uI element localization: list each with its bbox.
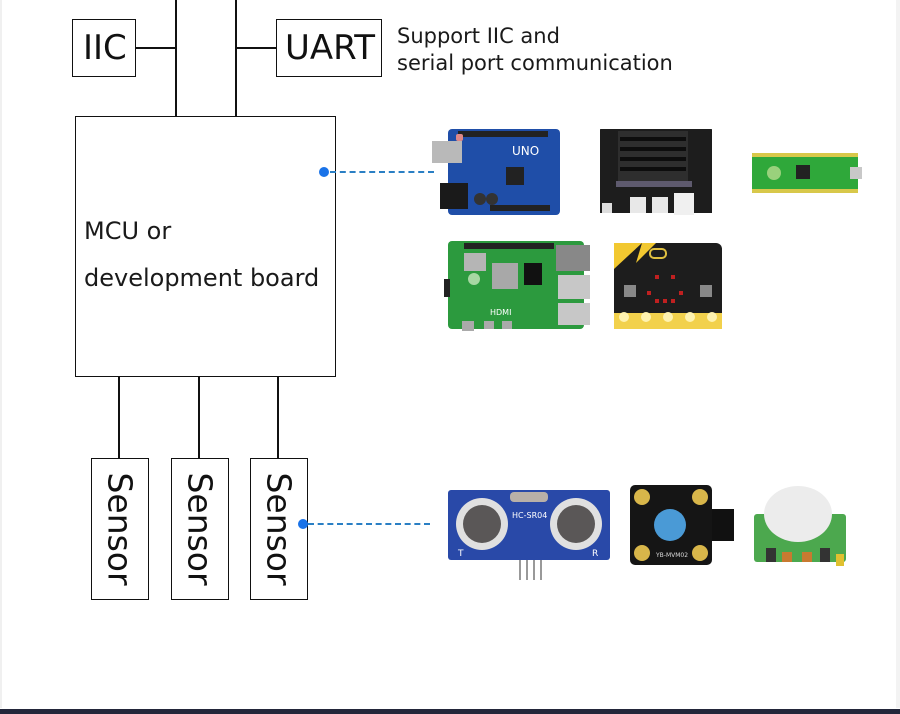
sensor-dashed-link (308, 523, 430, 525)
mcu-label-line1: MCU or (84, 217, 172, 245)
sensor-line-2 (198, 377, 200, 459)
sensor-label: Sensor (259, 472, 299, 586)
sensor-box-1: Sensor (91, 458, 149, 600)
uart-connector (236, 47, 277, 49)
receiver-mark: R (592, 549, 598, 559)
arduino-uno-image: UNO (432, 127, 564, 217)
sensor-label: Sensor (180, 472, 220, 586)
hdmi-board-text: HDMI (490, 308, 511, 317)
raspberry-pi-4-image: HDMI (444, 239, 592, 333)
uno-board-text: UNO (512, 144, 539, 158)
sensor-label: Sensor (100, 472, 140, 586)
hc-sr04-image: HC-SR04 T R (446, 488, 612, 582)
mcu-connector-dot (319, 167, 329, 177)
page-right-edge (896, 0, 900, 708)
bottom-bar (0, 709, 900, 714)
jetson-nano-image (600, 127, 712, 219)
mcu-box: MCU or development board (75, 116, 336, 377)
iic-box: IIC (72, 19, 136, 77)
interface-note-line1: Support IIC and (397, 24, 560, 48)
sensor-box-2: Sensor (171, 458, 229, 600)
raspberry-pi-pico-image (752, 151, 862, 195)
interface-note: Support IIC and serial port communicatio… (397, 23, 673, 77)
sensor-line-3 (277, 377, 279, 459)
pir-sensor-image (750, 484, 850, 574)
bus-line-left (175, 0, 177, 117)
key-module-board-text: YB-MVM02 (655, 552, 688, 559)
iic-connector (134, 47, 176, 49)
sensor-box-3: Sensor (250, 458, 308, 600)
mcu-dashed-link (330, 171, 434, 173)
uart-box: UART (276, 19, 382, 77)
sensor-line-1 (118, 377, 120, 459)
key-button-module-image: YB-MVM02 (630, 485, 736, 567)
trigger-mark: T (457, 549, 464, 559)
uart-label: UART (285, 28, 376, 68)
microbit-image (612, 239, 724, 333)
sensor-connector-dot (298, 519, 308, 529)
mcu-label-line2: development board (84, 264, 320, 292)
interface-note-line2: serial port communication (397, 51, 673, 75)
page-left-edge (0, 0, 2, 708)
hc-sr04-board-text: HC-SR04 (512, 511, 547, 520)
bus-line-right (235, 0, 237, 117)
mcu-label: MCU or development board (84, 208, 319, 302)
iic-label: IIC (83, 28, 127, 68)
